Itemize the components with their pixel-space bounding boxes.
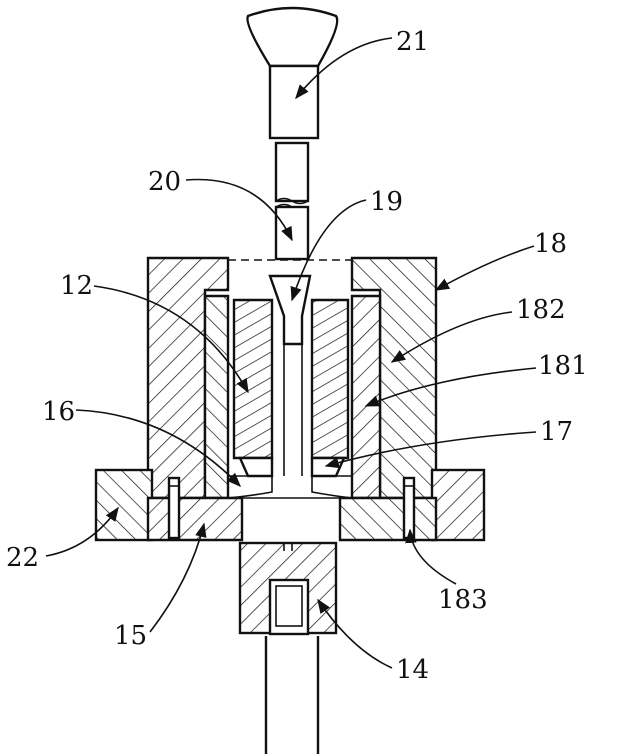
leader-19 <box>290 199 367 302</box>
leader-15 <box>149 522 207 633</box>
ejector-tips <box>227 456 353 499</box>
forming-inserts <box>232 298 350 460</box>
label-17: 17 <box>540 417 573 447</box>
label-19: 19 <box>370 187 403 217</box>
leader-12 <box>93 285 249 394</box>
label-18: 18 <box>534 229 567 259</box>
punch-handle <box>246 6 339 140</box>
label-14: 14 <box>396 655 429 685</box>
label-181: 181 <box>538 351 588 381</box>
label-22: 22 <box>6 543 39 573</box>
leader-17 <box>324 431 537 469</box>
leader-20 <box>185 178 293 242</box>
reference-numerals: 21 20 19 18 12 182 181 16 17 22 183 15 1… <box>6 27 588 685</box>
lower-ejector-block <box>238 541 338 636</box>
leader-16 <box>75 409 242 488</box>
base-plate <box>146 496 438 542</box>
label-182: 182 <box>516 295 566 325</box>
leader-21 <box>295 37 393 100</box>
label-15: 15 <box>114 621 147 651</box>
label-21: 21 <box>396 27 429 57</box>
side-clamps <box>94 468 486 542</box>
label-16: 16 <box>42 397 75 427</box>
leader-183 <box>405 528 457 585</box>
leader-14 <box>317 598 393 669</box>
punch-rod <box>274 141 310 261</box>
label-183: 183 <box>438 585 488 615</box>
label-20: 20 <box>148 167 181 197</box>
label-12: 12 <box>60 271 93 301</box>
leader-18 <box>434 245 535 291</box>
leader-lines <box>45 37 537 669</box>
leader-182 <box>390 311 513 363</box>
leader-22 <box>45 506 119 557</box>
workpiece-slug <box>268 274 312 346</box>
lower-rod <box>264 636 320 754</box>
leader-181 <box>364 367 537 407</box>
